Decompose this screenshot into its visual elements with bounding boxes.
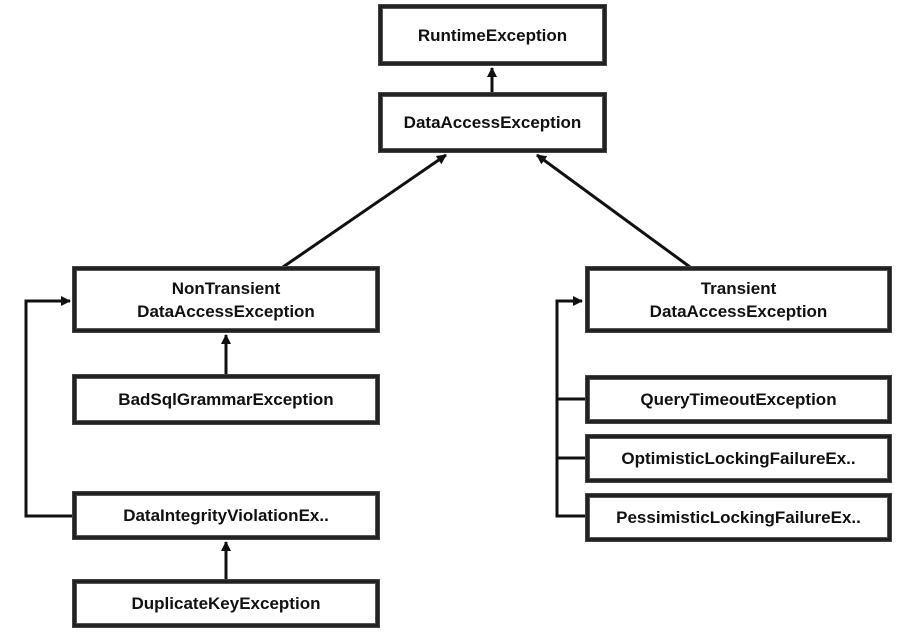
pessimistic-locking-failure-exception-node: PessimisticLockingFailureEx.. [586,494,891,541]
non-transient-line2: DataAccessException [137,301,315,321]
duplicate-key-label: DuplicateKeyException [131,594,321,613]
transient-line2: DataAccessException [649,301,828,321]
data-integrity-violation-exception-node: DataIntegrityViolationEx.. [73,492,379,539]
duplicate-key-exception-node: DuplicateKeyException [73,580,379,627]
non-transient-line1: NonTransient [171,278,281,298]
data-access-exception-node: DataAccessException [379,93,606,152]
query-timeout-label: QueryTimeoutException [640,390,837,409]
transient-line1: Transient [700,278,777,298]
non-transient-data-access-exception-node: NonTransient DataAccessException [73,267,379,332]
data-integrity-violation-label: DataIntegrityViolationEx.. [123,506,329,525]
optimistic-locking-failure-exception-node: OptimisticLockingFailureEx.. [586,435,891,482]
bad-sql-grammar-label: BadSqlGrammarException [118,390,334,409]
edge-transient-subclasses [555,296,586,518]
optimistic-locking-label: OptimisticLockingFailureEx.. [621,449,856,468]
pessimistic-locking-label: PessimisticLockingFailureEx.. [616,508,861,527]
bad-sql-grammar-exception-node: BadSqlGrammarException [73,375,379,424]
edge-nontransient-to-dataaccess [282,153,447,269]
query-timeout-exception-node: QueryTimeoutException [586,376,891,423]
edge-dataintegrity-to-nontransient [24,296,73,518]
edge-transient-to-dataaccess [536,153,691,269]
runtime-exception-label: RuntimeException [417,25,568,45]
runtime-exception-node: RuntimeException [379,5,606,65]
data-access-exception-label: DataAccessException [403,113,582,132]
transient-data-access-exception-node: Transient DataAccessException [586,267,891,332]
